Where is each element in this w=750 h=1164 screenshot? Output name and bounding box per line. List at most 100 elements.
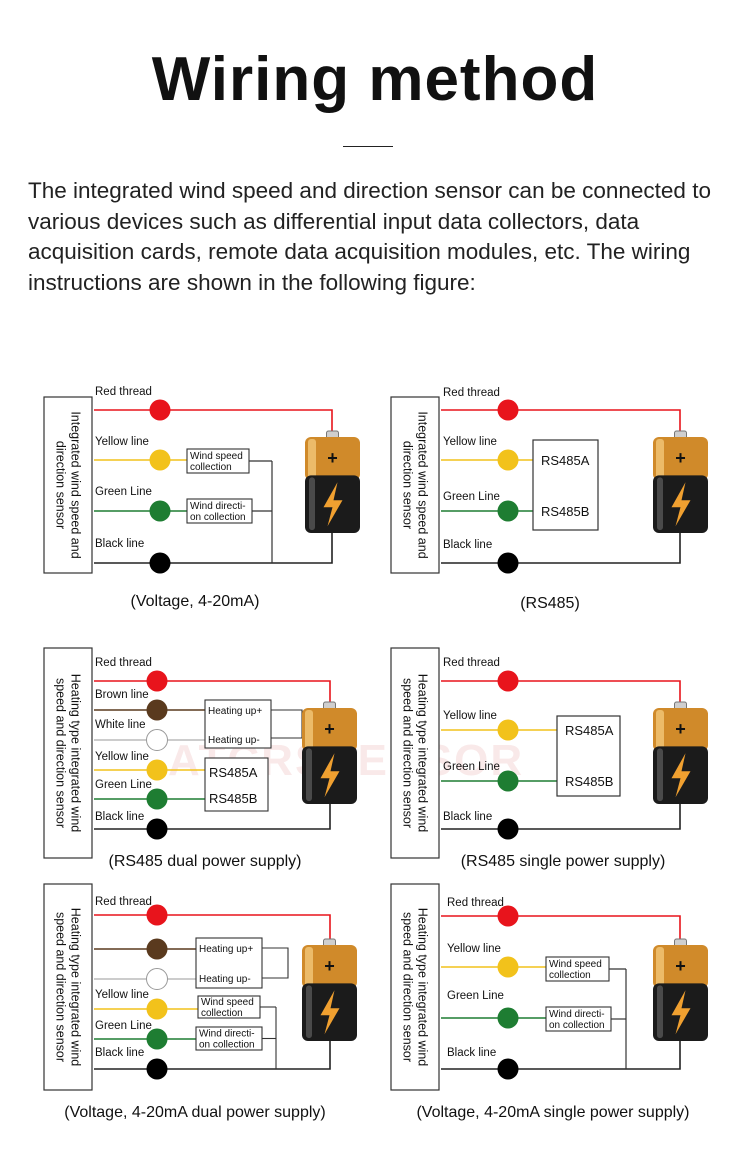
red-wire	[94, 914, 331, 940]
wire-terminal-dot	[146, 759, 168, 781]
lightning-bolt-icon	[323, 482, 343, 527]
wire-terminal-dot	[497, 905, 519, 927]
battery-icon: +	[653, 938, 708, 1041]
wire-terminal-dot	[146, 699, 168, 721]
wire-label: Red thread	[443, 387, 500, 399]
diagram-caption: (RS485)	[520, 595, 580, 612]
wire-label: Black line	[95, 1047, 144, 1059]
sensor-label: Heating type integrated wind	[416, 908, 430, 1066]
wire-terminal-dot	[149, 449, 171, 471]
sensor-label: Integrated wind speed and	[416, 411, 430, 558]
sensor-label: speed and direction sensor	[54, 912, 68, 1062]
sensor-label: Heating type integrated wind	[69, 908, 83, 1066]
intro-paragraph: The integrated wind speed and direction …	[28, 178, 711, 295]
diagram-caption: (RS485 single power supply)	[461, 853, 666, 870]
wind-speed-box-text: collection	[549, 970, 591, 981]
wire-label: Brown line	[95, 689, 149, 701]
wire-label: Yellow line	[443, 436, 497, 448]
wind-speed-box	[197, 995, 261, 1019]
red-wire	[441, 915, 681, 940]
lightning-bolt-icon	[671, 753, 691, 798]
sensor-box	[43, 883, 93, 1091]
wire-terminal-dot	[146, 938, 168, 960]
sensor-box	[43, 647, 93, 859]
wire-terminal-dot	[497, 500, 519, 522]
wire-label: Black line	[443, 811, 492, 823]
sensor-label: Heating type integrated wind	[416, 674, 430, 832]
rs485b-label: RS485B	[541, 504, 589, 519]
wire-terminal-dot	[146, 1058, 168, 1080]
heating-loop	[262, 947, 289, 979]
heating-box	[195, 937, 263, 989]
wind-speed-box	[545, 956, 610, 982]
red-wire	[94, 409, 333, 432]
wire-terminal-dot	[497, 770, 519, 792]
wind-direction-box-text: Wind directi-	[190, 501, 246, 512]
wire-terminal-dot	[146, 998, 168, 1020]
wire-label: Red thread	[95, 657, 152, 669]
wind-direction-box-text: Wind directi-	[549, 1009, 605, 1020]
wire-terminal-dot	[497, 552, 519, 574]
sensor-label: speed and direction sensor	[401, 912, 415, 1062]
wire-terminal-dot	[146, 670, 168, 692]
wire-terminal-dot	[149, 552, 171, 574]
page-title: Wiring method	[151, 45, 599, 114]
wire-terminal-dot	[497, 449, 519, 471]
rs485-module-box	[532, 439, 599, 531]
sensor-label: Integrated wind speed and	[69, 411, 83, 558]
wire-label: Green Line	[95, 779, 152, 791]
heating-up-minus-label: Heating up-	[208, 735, 260, 746]
battery-icon: +	[653, 430, 708, 533]
black-wire	[441, 804, 681, 830]
wire-label: Green Line	[447, 990, 504, 1002]
wire-terminal-dot	[497, 399, 519, 421]
battery-icon: +	[653, 701, 708, 804]
wind-speed-box-text: Wind speed	[190, 451, 243, 462]
rs485-module-box	[556, 715, 621, 797]
heating-loop	[271, 709, 303, 739]
wire-terminal-dot	[497, 956, 519, 978]
wind-speed-box	[186, 448, 250, 474]
wind-speed-box-text: Wind speed	[201, 997, 254, 1008]
wire-label: Red thread	[447, 897, 504, 909]
plus-sign-icon: +	[675, 956, 686, 976]
wind-direction-box-text: Wind directi-	[199, 1029, 255, 1040]
rs485b-label: RS485B	[209, 791, 257, 806]
wire-terminal-dot	[497, 1058, 519, 1080]
heating-up-minus-label: Heating up-	[199, 974, 251, 985]
plus-sign-icon: +	[324, 956, 335, 976]
wire-terminal-dot	[146, 1028, 168, 1050]
wire-terminal-dot	[146, 904, 168, 926]
battery-icon: +	[305, 430, 360, 533]
plus-sign-icon: +	[324, 719, 335, 739]
lightning-bolt-icon	[671, 482, 691, 527]
wire-terminal-dot	[146, 788, 168, 810]
wire-label: Red thread	[95, 896, 152, 908]
diagram-caption: (Voltage, 4-20mA single power supply)	[416, 1104, 689, 1121]
wind-speed-box-text: Wind speed	[549, 959, 602, 970]
wire-terminal-dot	[146, 818, 168, 840]
diagram-caption: (RS485 dual power supply)	[109, 853, 302, 870]
wind-direction-box	[545, 1006, 612, 1032]
wind-speed-box-text: collection	[201, 1008, 243, 1019]
wind-direction-box-text: on collection	[199, 1040, 255, 1051]
wind-direction-box	[195, 1026, 263, 1051]
wire-label: Red thread	[443, 657, 500, 669]
wire-terminal-dot	[146, 968, 168, 990]
plus-sign-icon: +	[675, 448, 686, 468]
diagram-caption: (Voltage, 4-20mA dual power supply)	[64, 1104, 325, 1121]
wind-speed-box-text: collection	[190, 462, 232, 473]
battery-icon: +	[302, 938, 357, 1041]
wire-label: Black line	[447, 1047, 496, 1059]
wire-label: Green Line	[95, 486, 152, 498]
lightning-bolt-icon	[320, 753, 340, 798]
sensor-box	[390, 396, 440, 574]
heating-up-plus-label: Heating up+	[199, 944, 253, 955]
title-divider	[343, 146, 393, 147]
wire-label: Black line	[95, 538, 144, 550]
sensor-box	[390, 883, 440, 1091]
